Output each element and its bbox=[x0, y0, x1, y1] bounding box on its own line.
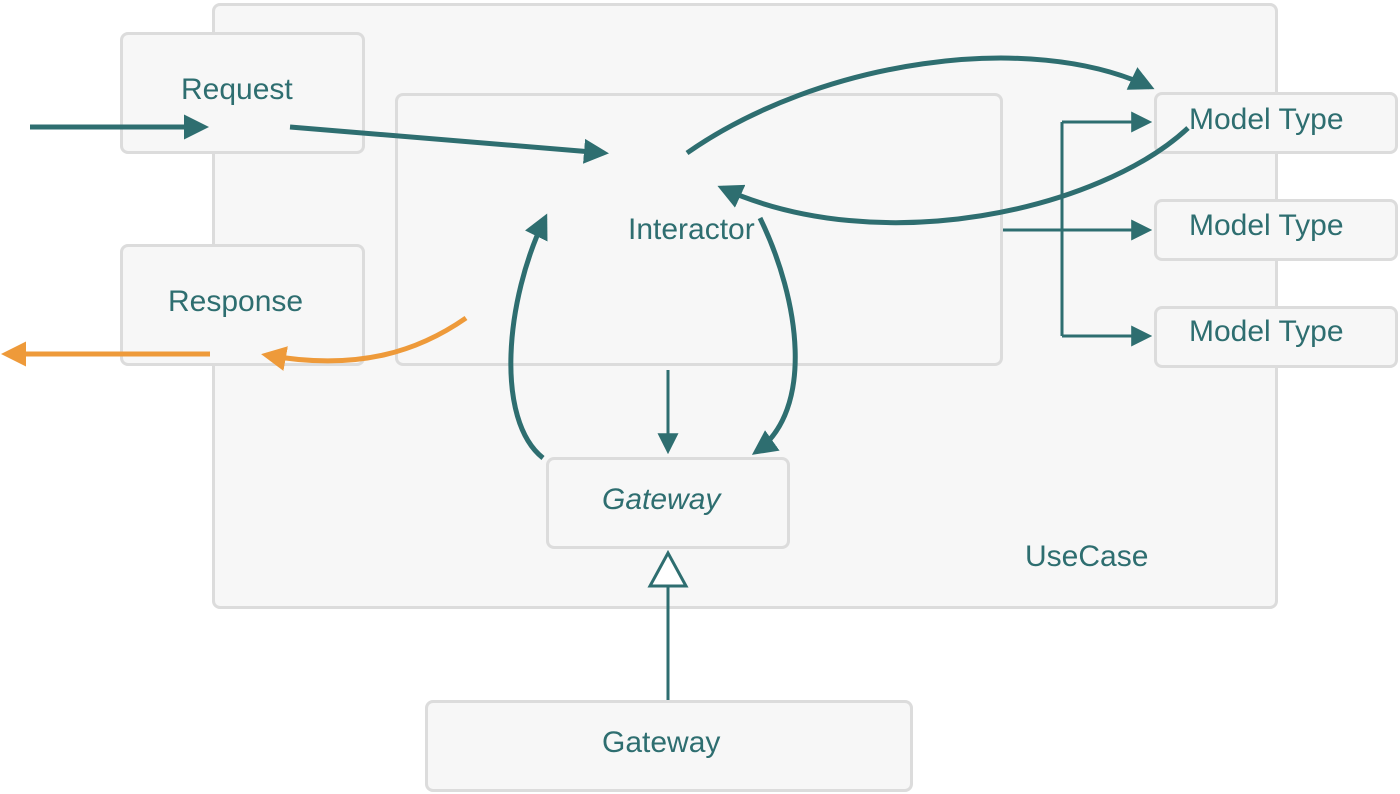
model-type-label-1: Model Type bbox=[1189, 103, 1344, 136]
arrow-interactor-to-model bbox=[685, 55, 1155, 156]
model-type-box-1[interactable] bbox=[1154, 92, 1398, 154]
request-box[interactable] bbox=[120, 32, 365, 154]
gateway-abstract-label: Gateway bbox=[602, 483, 721, 516]
response-label: Response bbox=[168, 285, 304, 318]
arrow-gateway-to-interactor bbox=[508, 213, 548, 460]
response-box[interactable] bbox=[120, 244, 365, 366]
usecase-label: UseCase bbox=[1025, 540, 1149, 573]
gateway-concrete-label: Gateway bbox=[602, 726, 721, 759]
interactor-label: Interactor bbox=[628, 213, 755, 246]
model-type-label-3: Model Type bbox=[1189, 315, 1344, 348]
model-type-label-2: Model Type bbox=[1189, 209, 1344, 242]
realization-triangle bbox=[647, 549, 689, 588]
model-type-box-3[interactable] bbox=[1154, 306, 1398, 368]
arrow-interactor-to-response bbox=[261, 315, 468, 371]
gateway-concrete-box[interactable] bbox=[425, 700, 913, 792]
gateway-abstract-box[interactable] bbox=[546, 457, 790, 549]
arrow-request-to-interactor bbox=[289, 124, 609, 164]
arrow-model-to-interactor bbox=[717, 126, 1190, 226]
arrow-interactor-to-gateway-curve bbox=[751, 216, 798, 455]
request-label: Request bbox=[181, 73, 293, 106]
interactor-box[interactable] bbox=[395, 93, 1003, 366]
model-type-box-2[interactable] bbox=[1154, 199, 1398, 261]
